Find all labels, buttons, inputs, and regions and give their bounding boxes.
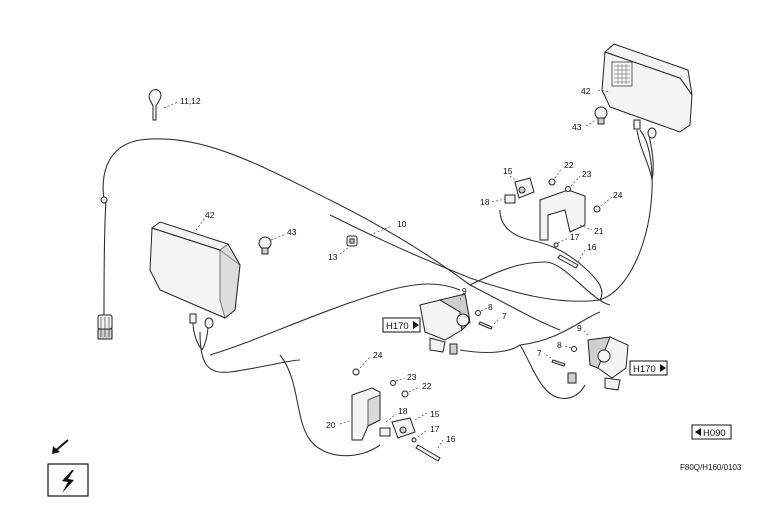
- bulb-right: [594, 106, 608, 125]
- bracket-upper: [539, 189, 586, 241]
- work-lamp-right: [601, 43, 693, 133]
- washer-upper: [565, 186, 571, 192]
- label-9-right: 9: [577, 323, 582, 333]
- lightning-bolt-icon: [47, 463, 89, 497]
- switch-lower: [379, 417, 416, 439]
- label-24-upper: 24: [613, 190, 623, 200]
- label-42-left: 42: [205, 210, 215, 220]
- ref-h170-left-text: H170: [386, 321, 409, 332]
- washer-upper-17: [553, 242, 559, 248]
- terminal-left-a: [189, 313, 197, 324]
- down-left-arrow-icon: [52, 439, 69, 454]
- label-43-left: 43: [287, 227, 297, 237]
- bracket-lower: [351, 387, 381, 441]
- terminal-left-b: [204, 317, 214, 329]
- nut-lower: [352, 368, 360, 376]
- screw-lower: [401, 390, 409, 398]
- work-lamp-left: [149, 221, 241, 319]
- label-24-lower: 24: [373, 350, 383, 360]
- label-17-upper: 17: [570, 232, 580, 242]
- washer-lower-17: [411, 437, 417, 443]
- label-42-right: 42: [581, 86, 591, 96]
- relay-left: [419, 293, 471, 355]
- label-23-lower: 23: [407, 372, 417, 382]
- connector-socket: [97, 314, 113, 340]
- label-10: 10: [397, 219, 407, 229]
- label-15-upper: 15: [503, 166, 513, 176]
- wiring-harness: [102, 129, 654, 457]
- cable-clip: [100, 196, 108, 204]
- ref-h090[interactable]: H090: [691, 424, 732, 440]
- label-43-right: 43: [572, 122, 582, 132]
- switch-upper: [504, 177, 535, 204]
- label-21: 21: [594, 226, 604, 236]
- nut-upper: [593, 205, 601, 213]
- screw-upper: [548, 178, 556, 186]
- terminal-right-b: [647, 127, 657, 139]
- drawing-code: F80Q/H160/0103: [680, 463, 742, 472]
- label-11-12: 11,12: [180, 96, 201, 106]
- ref-h090-text: H090: [703, 428, 726, 439]
- hook-clamp: [148, 89, 162, 121]
- label-20: 20: [326, 420, 336, 430]
- grommet: [346, 235, 358, 247]
- label-22-lower: 22: [422, 381, 432, 391]
- relay-right: [567, 336, 629, 391]
- label-22-upper: 22: [564, 160, 574, 170]
- screw-mid-right: [551, 359, 566, 367]
- ref-h170-right-text: H170: [633, 364, 656, 375]
- label-9-left: 9: [462, 286, 467, 296]
- label-16-lower: 16: [446, 434, 456, 444]
- terminal-right-a: [633, 119, 641, 130]
- bolt-lower: [415, 444, 441, 462]
- label-18-upper: 18: [480, 197, 490, 207]
- bolt-upper: [557, 254, 579, 269]
- label-7-left: 7: [502, 311, 507, 321]
- ref-h170-right[interactable]: H170: [629, 360, 668, 376]
- washer-lower: [390, 380, 396, 386]
- washer-mid-right: [571, 346, 577, 352]
- label-8-right: 8: [557, 340, 562, 350]
- label-23-upper: 23: [582, 169, 592, 179]
- label-7-right: 7: [537, 348, 542, 358]
- label-13: 13: [328, 252, 338, 262]
- label-8-left: 8: [488, 302, 493, 312]
- screw-mid-left: [478, 321, 493, 330]
- label-16-upper: 16: [587, 242, 597, 252]
- label-18-lower: 18: [398, 406, 408, 416]
- washer-mid-left: [475, 310, 481, 316]
- bulb-left: [258, 236, 272, 255]
- ref-h170-left[interactable]: H170: [382, 317, 421, 333]
- label-17-lower: 17: [430, 424, 440, 434]
- label-15-lower: 15: [430, 409, 440, 419]
